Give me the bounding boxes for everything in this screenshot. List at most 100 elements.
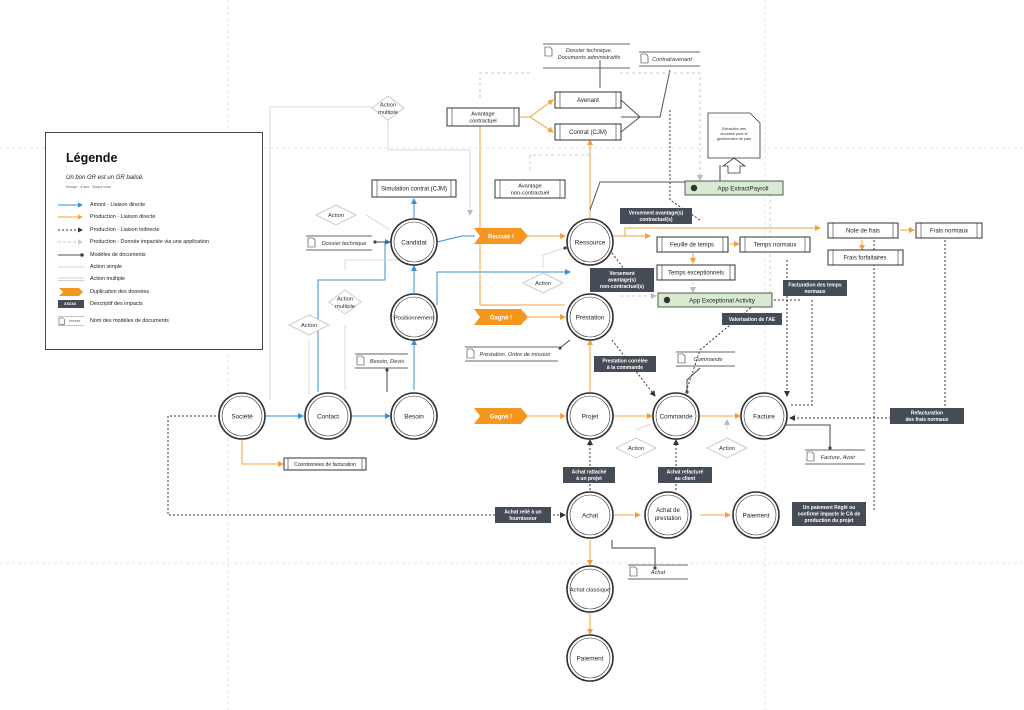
node-label: Paiement xyxy=(743,513,770,520)
node-candidat[interactable]: Candidat xyxy=(390,218,438,266)
node-label: Candidat xyxy=(401,240,427,247)
doc-facture-avoir[interactable]: Facture, Avoir xyxy=(805,449,865,465)
node-label: Ressource xyxy=(575,240,606,247)
impact-versement-non-contractuels: Versement avantage(s) non-contractuel(s) xyxy=(590,268,654,292)
action-contact[interactable]: Action xyxy=(287,314,331,336)
box-temps-exceptionnels[interactable]: Temps exceptionnels xyxy=(656,264,736,281)
doc-dossier-technique-admin[interactable]: Dossier technique, Documents administrat… xyxy=(543,43,630,69)
node-projet[interactable]: Projet xyxy=(566,392,614,440)
impact-line2: avantage(s) xyxy=(608,278,636,284)
action-label-line2: multiple xyxy=(335,304,355,310)
box-temps-normaux[interactable]: Temps normaux xyxy=(739,236,811,253)
node-label: Contact xyxy=(317,414,339,421)
node-paiement[interactable]: Paiement xyxy=(566,634,614,682)
impact-achat-rattache: Achat rattaché à un projet xyxy=(563,467,615,483)
impact-line2: au client xyxy=(675,476,696,482)
chevron-arrow-icon xyxy=(59,288,83,296)
dashed-dark-arrow-icon xyxy=(58,227,83,233)
legend-meta: Mongo · 4 ans · Scope ruba xyxy=(66,185,111,189)
duplication-recrute: Recruté ! xyxy=(474,228,528,244)
impact-facturation-temps-normaux: Facturation des temps normaux xyxy=(783,280,847,296)
impact-line2: à la commande xyxy=(607,365,643,371)
box-avantage-non-contractuel[interactable]: Avantage non-contractuel xyxy=(494,179,566,199)
node-contact[interactable]: Contact xyxy=(304,392,352,440)
dot-line-icon xyxy=(58,253,84,257)
node-societe[interactable]: Société xyxy=(218,392,266,440)
action-label: Action xyxy=(719,446,735,452)
doc-extraction-donnees[interactable]: Extraction des données pour le gestionna… xyxy=(707,112,761,174)
documents: Dossier technique, Documents administrat… xyxy=(306,43,865,580)
node-positionnement[interactable]: Positionnement xyxy=(390,293,438,341)
box-contrat[interactable]: Contrat (CJM) xyxy=(554,123,622,141)
legend-label: Action simple xyxy=(90,264,123,270)
app-extract-payroll[interactable]: App ExtractPayroll xyxy=(684,180,784,196)
doc-label: Facture, Avoir xyxy=(821,455,857,461)
doc-label: Dossier technique xyxy=(322,241,367,247)
action-multiple-top[interactable]: Action multiple xyxy=(371,95,405,121)
box-coordonnees-facturation[interactable]: Coordonnées de facturation xyxy=(283,457,367,471)
doc-commande[interactable]: Commande xyxy=(676,351,735,367)
boxes: Simulation contrat (CJM) Avenant Contrat… xyxy=(283,91,983,471)
impact-line1: Versement xyxy=(609,271,635,277)
node-commande[interactable]: Commande xyxy=(652,392,700,440)
document-icon xyxy=(806,451,815,462)
doc-label: Commande xyxy=(694,357,723,363)
box-label: Contrat (CJM) xyxy=(569,130,607,136)
doc-prestation-ordre[interactable]: Prestation, Ordre de mission xyxy=(465,346,558,362)
action-commande[interactable]: Action xyxy=(614,437,658,459)
node-achat-prestation[interactable]: Achat de prestation xyxy=(644,491,692,539)
doc-dossier-technique[interactable]: Dossier technique xyxy=(306,235,372,251)
doc-label-line2: Documents administratifs xyxy=(558,55,621,61)
app-exceptional-activity[interactable]: App Exceptional Activity xyxy=(657,292,773,308)
box-feuille-temps[interactable]: Feuille de temps xyxy=(656,236,729,253)
box-avantage-contractuel[interactable]: Avantage contractuel xyxy=(446,107,520,127)
document-icon xyxy=(544,46,553,57)
app-label: App ExtractPayroll xyxy=(718,186,769,193)
node-prestation[interactable]: Prestation xyxy=(566,293,614,341)
node-label: Besoin xyxy=(404,414,424,421)
doc-label: Achat xyxy=(650,570,666,576)
node-label: Achat xyxy=(582,513,599,520)
doc-achat[interactable]: Achat xyxy=(628,564,688,580)
app-label: App Exceptional Activity xyxy=(689,298,756,305)
node-achat-classique[interactable]: Achat classique xyxy=(566,565,614,613)
box-note-frais[interactable]: Note de frais xyxy=(827,222,899,239)
impact-line2: normaux xyxy=(804,289,825,295)
node-achat[interactable]: Achat xyxy=(566,491,614,539)
action-label: Action xyxy=(628,446,644,452)
impact-achat-fournisseur: Achat relié à un fournisseur xyxy=(495,507,551,523)
action-ressource[interactable]: Action xyxy=(521,272,565,294)
doc-besoin-devis[interactable]: Besoin, Devis xyxy=(355,353,408,369)
legend-label: Duplication des données xyxy=(90,289,150,295)
action-multiple-positionnement[interactable]: Action multiple xyxy=(328,289,362,315)
box-avenant[interactable]: Avenant xyxy=(554,91,622,109)
blue-arrow-icon xyxy=(58,202,83,208)
doc-label-line2: données pour le xyxy=(720,132,747,136)
impact-line1: Prestation corrélée xyxy=(602,359,648,365)
action-facture[interactable]: Action xyxy=(705,437,749,459)
node-facture[interactable]: Facture xyxy=(740,392,788,440)
nodes: Société Contact Besoin Projet Commande F… xyxy=(218,218,788,682)
action-label: Action xyxy=(535,281,551,287)
node-label: Positionnement xyxy=(394,316,434,322)
doc-label-line1: Extraction des xyxy=(722,127,746,131)
impact-versement-contractuels: Versement avantage(s) contractuel(s) xyxy=(620,208,692,224)
box-frais-forfaitaires[interactable]: Frais forfaitaires xyxy=(827,249,904,266)
node-label: Commande xyxy=(659,414,692,421)
impact-line2: contractuel(s) xyxy=(639,217,672,223)
box-frais-normaux[interactable]: Frais normaux xyxy=(915,222,983,239)
impact-sample: xxxxx xyxy=(64,301,77,306)
node-ressource[interactable]: Ressource xyxy=(566,218,614,266)
node-besoin[interactable]: Besoin xyxy=(390,392,438,440)
node-label-line2: prestation xyxy=(655,516,681,522)
action-label: Action xyxy=(301,323,317,329)
impact-line1: Achat relié à un xyxy=(504,510,541,516)
impact-line2: des frais normaux xyxy=(905,417,948,423)
doc-contrat-avenant[interactable]: Contrat/avenant xyxy=(639,51,700,67)
app-status-icon xyxy=(690,184,698,192)
node-label: Société xyxy=(231,414,253,421)
box-label: Feuille de temps xyxy=(670,243,714,249)
node-paiement-achat[interactable]: Paiement xyxy=(732,491,780,539)
box-simulation-contrat[interactable]: Simulation contrat (CJM) xyxy=(371,179,457,198)
action-candidat[interactable]: Action xyxy=(314,204,358,226)
